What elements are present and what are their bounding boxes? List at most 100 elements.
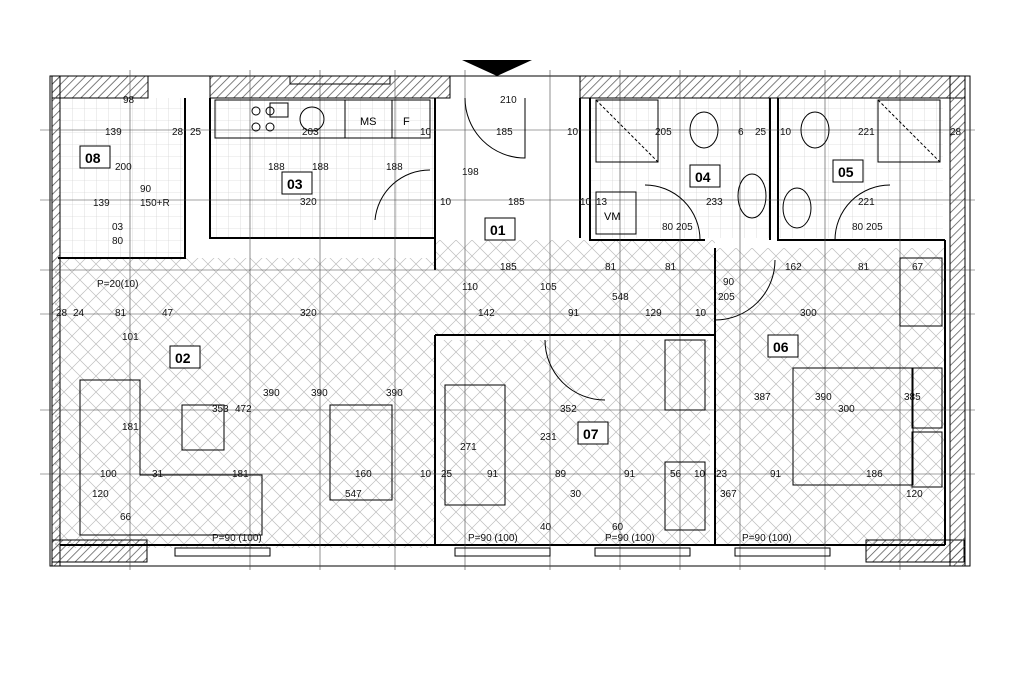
room-03-label: 03 [287, 176, 303, 192]
dimension-label: 188 [386, 162, 403, 173]
dimension-label: 203 [302, 127, 319, 138]
dimension-label: 10 [694, 469, 706, 480]
dimension-label: 81 [605, 262, 617, 273]
room-05-label: 05 [838, 164, 854, 180]
dimension-label: 31 [152, 469, 164, 480]
dimension-label: 110 [462, 282, 478, 293]
window-label: P=90 (100) [605, 533, 655, 544]
dimension-label: 67 [912, 262, 924, 273]
dimension-label: 181 [232, 469, 249, 480]
dimension-label: 139 [105, 127, 122, 138]
dimension-label: 80 [852, 222, 864, 233]
dimension-label: 352 [560, 404, 577, 415]
dimension-label: 367 [720, 489, 737, 500]
dimension-label: 91 [487, 469, 499, 480]
dimension-label: 142 [478, 308, 495, 319]
interior-walls [58, 98, 946, 546]
bedroom-07-floor [440, 340, 710, 545]
dimension-label: 10 [440, 197, 452, 208]
dimension-label: 60 [612, 522, 624, 533]
dimension-label: 91 [568, 308, 580, 319]
dimension-label: 80 [112, 236, 124, 247]
dimension-label: 89 [555, 469, 567, 480]
dimension-label: 13 [596, 197, 608, 208]
dimension-label: 10 [780, 127, 792, 138]
dimension-label: 221 [858, 127, 875, 138]
dimension-label: 231 [540, 432, 557, 443]
dimension-label: 81 [115, 308, 127, 319]
dimension-label: 353 [212, 404, 229, 415]
dimension-label: 6 [738, 127, 744, 138]
dimension-label: 186 [866, 469, 883, 480]
doors [374, 97, 891, 401]
dimension-label: 10 [420, 469, 432, 480]
dimension-label: 390 [263, 388, 280, 399]
dimension-label: 129 [645, 308, 662, 319]
dimension-label: 271 [460, 442, 477, 453]
dimension-label: 25 [755, 127, 767, 138]
room-08-label: 08 [85, 150, 101, 166]
dimension-label: 300 [838, 404, 855, 415]
dimension-label: 90 [140, 184, 152, 195]
dimension-labels: 139 28 25 203 10 185 10 205 6 25 10 221 … [56, 95, 962, 533]
dimension-label: 10 [567, 127, 579, 138]
dimension-label: 185 [500, 262, 517, 273]
dimension-label: 185 [508, 197, 525, 208]
dimension-label: 390 [386, 388, 403, 399]
dimension-label: 200 [115, 162, 132, 173]
dimension-label: 390 [815, 392, 832, 403]
dimension-label: 28 [172, 127, 184, 138]
drawing-frame [49, 75, 971, 567]
dimension-label: 181 [122, 422, 139, 433]
window-labels: P=90 (100) P=90 (100) P=90 (100) P=90 (1… [97, 279, 792, 544]
dimension-label: 320 [300, 197, 317, 208]
furniture [79, 257, 943, 536]
dimension-label: 150+R [140, 198, 170, 209]
living-room-floor [55, 258, 435, 548]
bathroom-fixtures [595, 99, 941, 235]
dimension-label: 25 [441, 469, 453, 480]
room-06-label: 06 [773, 339, 789, 355]
dimension-label: 205 [866, 222, 883, 233]
dimension-label: 185 [496, 127, 513, 138]
dimension-label: 548 [612, 292, 629, 303]
dimension-label: 210 [500, 95, 517, 106]
room-07-label: 07 [583, 426, 599, 442]
dimension-label: 10 [695, 308, 707, 319]
dimension-label: 105 [540, 282, 557, 293]
dimension-label: 25 [190, 127, 202, 138]
room-01-label: 01 [490, 222, 506, 238]
dimension-label: 221 [858, 197, 875, 208]
dimension-label: 120 [92, 489, 109, 500]
dimension-label: 90 [723, 277, 735, 288]
dimension-label: 205 [655, 127, 672, 138]
dimension-label: 40 [540, 522, 552, 533]
dimension-label: 28 [950, 127, 962, 138]
dimension-label: 390 [311, 388, 328, 399]
dimension-label: 385 [904, 392, 921, 403]
window-label: P=90 (100) [468, 533, 518, 544]
dimension-label: 56 [670, 469, 682, 480]
room-labels: 01 02 03 04 05 06 07 08 [79, 145, 864, 445]
dimension-label: 98 [123, 95, 135, 106]
dimension-label: 120 [906, 489, 923, 500]
dimension-label: 205 [676, 222, 693, 233]
dimension-label: 101 [122, 332, 139, 343]
dimension-label: 03 [112, 222, 124, 233]
dimension-label: 139 [93, 198, 110, 209]
balcony-08-floor [58, 98, 183, 258]
dimension-label: 28 [56, 308, 68, 319]
dimension-label: 24 [73, 308, 85, 319]
window-label: P=20(10) [97, 279, 138, 290]
kitchen-ms-label: MS [360, 116, 377, 128]
dimension-label: 81 [665, 262, 677, 273]
bedroom-06-floor [715, 248, 945, 545]
dimension-label: 205 [718, 292, 735, 303]
room-02-label: 02 [175, 350, 191, 366]
dimension-label: 10 [420, 127, 432, 138]
dimension-label: 81 [858, 262, 870, 273]
dimension-label: 472 [235, 404, 252, 415]
dimension-label: 162 [785, 262, 802, 273]
hall-floor [435, 240, 715, 335]
